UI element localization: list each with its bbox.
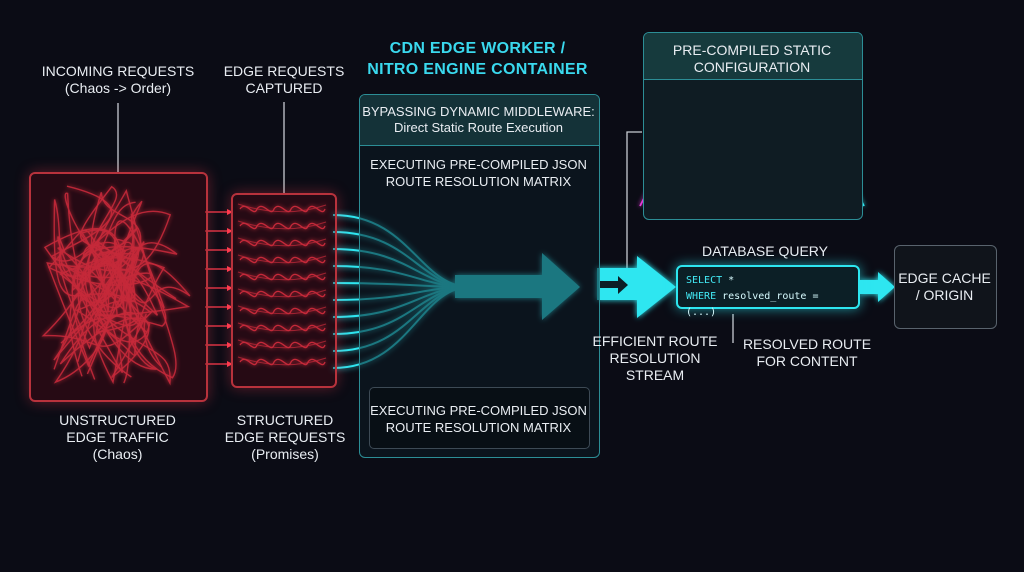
red-arrow-head — [227, 266, 233, 272]
worker-title: CDN EDGE WORKER / NITRO ENGINE CONTAINER — [367, 40, 588, 78]
red-arrow-head — [227, 209, 233, 215]
label-resolved-route: RESOLVED ROUTE FOR CONTENT — [742, 336, 872, 369]
structured-wave — [237, 356, 327, 366]
sql-line-2: WHERE resolved_route = (...) — [686, 291, 819, 318]
sql-query-box: SELECT * WHERE resolved_route = (...) — [676, 265, 860, 318]
edge-cache-box — [894, 245, 997, 329]
worker-header-text: BYPASSING DYNAMIC MIDDLEWARE: Direct Sta… — [362, 104, 595, 135]
structured-loop — [239, 324, 326, 332]
worker-matrix-box — [369, 387, 590, 449]
structured-loop — [239, 222, 326, 230]
structured-wave — [237, 322, 327, 332]
label-efficient-stream: EFFICIENT ROUTE RESOLUTION STREAM — [592, 333, 718, 383]
label-structured-requests: STRUCTURED EDGE REQUESTS (Promises) — [224, 412, 346, 462]
config-box — [643, 32, 863, 220]
connector-config — [626, 131, 642, 270]
worker-matrix-bottom: EXECUTING PRE-COMPILED JSON ROUTE RESOLU… — [370, 403, 587, 435]
worker-container — [359, 94, 600, 458]
red-arrow-head — [227, 304, 233, 310]
red-arrow-head — [227, 361, 233, 367]
structured-box — [231, 193, 337, 388]
structured-loop — [239, 256, 326, 264]
edge-cache-text: EDGE CACHE / ORIGIN — [898, 270, 991, 303]
red-arrow-head — [227, 247, 233, 253]
red-arrow-head — [227, 228, 233, 234]
worker-matrix-top: EXECUTING PRE-COMPILED JSON ROUTE RESOLU… — [370, 157, 587, 189]
structured-wave — [237, 339, 327, 349]
red-arrows — [205, 209, 233, 367]
structured-wave — [237, 271, 327, 281]
structured-loop — [239, 239, 326, 247]
label-edge-requests-captured: EDGE REQUESTS CAPTURED — [223, 63, 345, 96]
sql-line-1: SELECT * — [686, 275, 735, 286]
worker-header — [360, 95, 599, 146]
chaos-tangle — [41, 185, 191, 386]
structured-loop — [239, 341, 326, 349]
structured-wave — [237, 288, 327, 298]
chaos-strand — [60, 242, 191, 380]
chaos-strand — [57, 213, 145, 374]
structured-loops — [237, 203, 327, 366]
structured-wave — [237, 237, 327, 247]
cache-arrow — [860, 272, 895, 302]
structured-wave — [237, 203, 327, 213]
config-header-text: PRE-COMPILED STATIC CONFIGURATION — [672, 42, 832, 75]
chaos-strand — [41, 199, 163, 379]
label-incoming-requests: INCOMING REQUESTS (Chaos -> Order) — [41, 63, 195, 96]
label-unstructured-traffic: UNSTRUCTURED EDGE TRAFFIC (Chaos) — [59, 412, 176, 462]
chaos-strand — [43, 185, 171, 386]
structured-loop — [239, 290, 326, 298]
red-arrow-head — [227, 323, 233, 329]
red-arrow-head — [227, 285, 233, 291]
red-arrow-head — [227, 342, 233, 348]
stream-inner-arrow — [600, 276, 628, 294]
chaos-strand — [75, 192, 177, 378]
structured-wave — [237, 220, 327, 230]
chaos-box — [29, 172, 208, 402]
structured-wave — [237, 254, 327, 264]
structured-loop — [239, 358, 326, 366]
config-header — [644, 33, 862, 80]
structured-loop — [239, 205, 326, 213]
stream-arrow-head — [637, 256, 676, 318]
structured-loop — [239, 307, 326, 315]
structured-loop — [239, 273, 326, 281]
structured-wave — [237, 305, 327, 315]
label-database-query: DATABASE QUERY — [701, 243, 829, 259]
